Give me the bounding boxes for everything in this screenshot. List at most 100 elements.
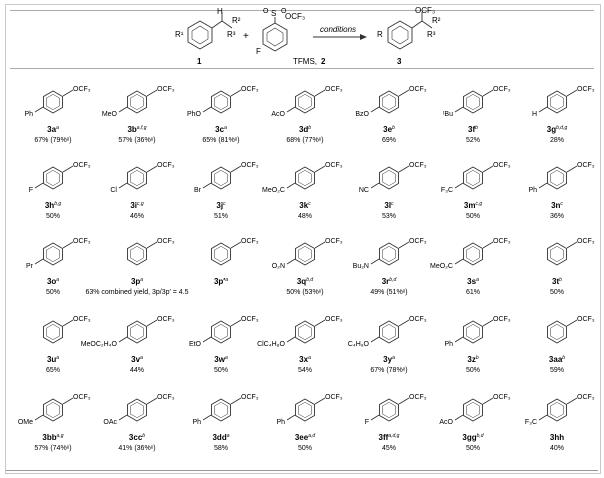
compound-label: 3ggb,d	[462, 433, 483, 442]
ocf3-text: OCF₃	[325, 316, 343, 323]
compound-label: 3ya	[383, 355, 395, 364]
substituent-text: Bu₂N	[353, 263, 369, 270]
header-divider	[10, 68, 594, 69]
yield-text: 61%	[466, 289, 480, 296]
compound-label: 3fb	[468, 125, 478, 134]
yield-text: 41% (36%ᵉ)	[118, 445, 155, 452]
substituent-text: F	[365, 419, 369, 426]
substituent-text: BzO	[355, 111, 369, 118]
substituent-text: OAc	[103, 419, 117, 426]
substituent-text: Pr	[26, 263, 34, 270]
ocf3-text: OCF₃	[241, 394, 259, 401]
compound-label: 3kc	[299, 201, 311, 210]
ocf3-text: OCF₃	[409, 316, 427, 323]
yield-text: 48%	[298, 213, 312, 220]
reaction-header: H R² R³ R¹ 1 + S O O OCF₃ F TFMS, 2 cond…	[175, 6, 441, 66]
compound-label: 3va	[131, 355, 143, 364]
compound-label: 3db	[299, 125, 311, 134]
compound-label: 3jc	[216, 201, 226, 210]
compound-3y: OCF₃ C₄H₉O 3ya 67% (78%ᵉ)	[348, 316, 427, 374]
substituent-text: Ph	[276, 419, 285, 426]
compound-label: 3pa	[131, 277, 143, 286]
yield-text: 50% (53%ᵉ)	[286, 289, 323, 296]
ocf3-text: OCF₃	[577, 162, 595, 169]
compound-label: 3oa	[47, 277, 59, 286]
yield-text: 28%	[550, 137, 564, 144]
o-atom-2: O	[281, 8, 287, 15]
bottom-rule	[6, 470, 598, 471]
ocf3-text: OCF₃	[157, 162, 175, 169]
yield-text: 69%	[382, 137, 396, 144]
yield-text: 67% (78%ᵉ)	[370, 367, 407, 374]
ocf3-text: OCF₃	[241, 86, 259, 93]
substituent-text: ClC₄H₈O	[257, 341, 285, 348]
s-atom: S	[271, 9, 276, 18]
yield-text: 50%	[466, 367, 480, 374]
compound-label: 3hh	[550, 433, 564, 442]
product-r2: R²	[432, 16, 441, 25]
product-number: 3	[397, 57, 402, 66]
compound-label: 3gb,d,g	[547, 125, 568, 134]
product-r3: R³	[427, 30, 436, 39]
yield-text: 50%	[466, 445, 480, 452]
substituent-text: F	[29, 187, 33, 194]
substituent-text: F₃C	[525, 419, 537, 426]
compound-label: 3ffa,d,g	[379, 433, 400, 442]
yield-text: 51%	[214, 213, 228, 220]
product-r: R	[377, 30, 383, 39]
ocf3-text: OCF₃	[493, 86, 511, 93]
ocf3-text: OCF₃	[493, 162, 511, 169]
yield-text: 65% (81%ᵉ)	[202, 137, 239, 144]
ocf3-text: OCF₃	[73, 238, 91, 245]
compound-label: 3xa	[299, 355, 311, 364]
yield-text: 36%	[550, 213, 564, 220]
substituent-text: Ph	[528, 187, 537, 194]
substituent-text: NC	[359, 187, 369, 194]
compound-label: 3ic,g	[130, 201, 144, 210]
ocf3-text: OCF₃	[409, 86, 427, 93]
substituent-text: O₂N	[272, 263, 285, 270]
yield-text: 50%	[466, 213, 480, 220]
substituent-text: ᵗBu	[443, 111, 453, 118]
substituent-text: C₄H₉O	[348, 341, 370, 348]
reagent-name: TFMS,	[293, 57, 317, 66]
substituent-text: OMe	[18, 419, 33, 426]
yield-text: 44%	[130, 367, 144, 374]
substituent-text: H	[532, 111, 537, 118]
yield-text: 46%	[130, 213, 144, 220]
h-label: H	[217, 7, 223, 16]
compound-3x: OCF₃ ClC₄H₈O 3xa 54%	[257, 316, 343, 374]
yield-text: 63% combined yield, 3p/3p′ = 4.5	[85, 289, 188, 296]
product-ocf3: OCF₃	[415, 6, 435, 15]
yield-text: 54%	[298, 367, 312, 374]
ocf3-text: OCF₃	[157, 316, 175, 323]
substituent-text: MeOC₂H₄O	[81, 341, 118, 348]
compound-label: 3zb	[467, 355, 478, 364]
ocf3-text: OCF₃	[157, 238, 175, 245]
compound-label: 3aa	[47, 125, 59, 134]
ocf3-text: OCF₃	[73, 394, 91, 401]
ocf3-text: OCF₃	[325, 86, 343, 93]
compound-label: 3wa	[214, 355, 228, 364]
compound-label: 3hb,g	[45, 201, 62, 210]
ocf3-text: OCF₃	[325, 394, 343, 401]
substituent-text: Ph	[192, 419, 201, 426]
conditions-label: conditions	[320, 25, 356, 34]
yield-text: 52%	[466, 137, 480, 144]
